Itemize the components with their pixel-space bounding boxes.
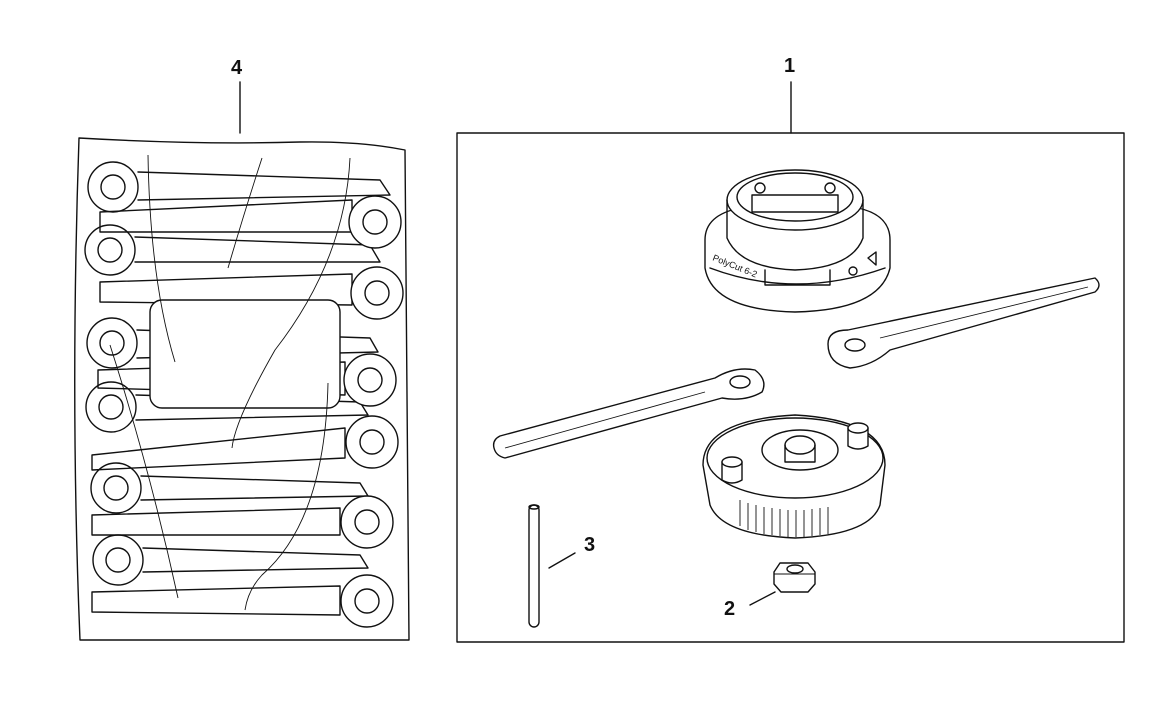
blade-rows [84, 161, 404, 628]
leader-line-2 [749, 591, 776, 606]
callout-2: 2 [724, 598, 736, 620]
pack-label-card [149, 299, 341, 409]
kit-frame [456, 132, 1125, 643]
locking-pin [528, 504, 540, 628]
spool-base [702, 414, 886, 539]
kit-blade-left [492, 368, 765, 459]
blade-pack [74, 137, 410, 641]
nut [773, 562, 816, 593]
leader-line-3 [548, 552, 576, 569]
kit-blade-right [827, 277, 1100, 369]
callout-4: 4 [231, 57, 243, 79]
spool-cover: PolyCut 6-2 [704, 169, 891, 313]
callout-3: 3 [584, 534, 596, 556]
callout-1: 1 [784, 55, 796, 77]
